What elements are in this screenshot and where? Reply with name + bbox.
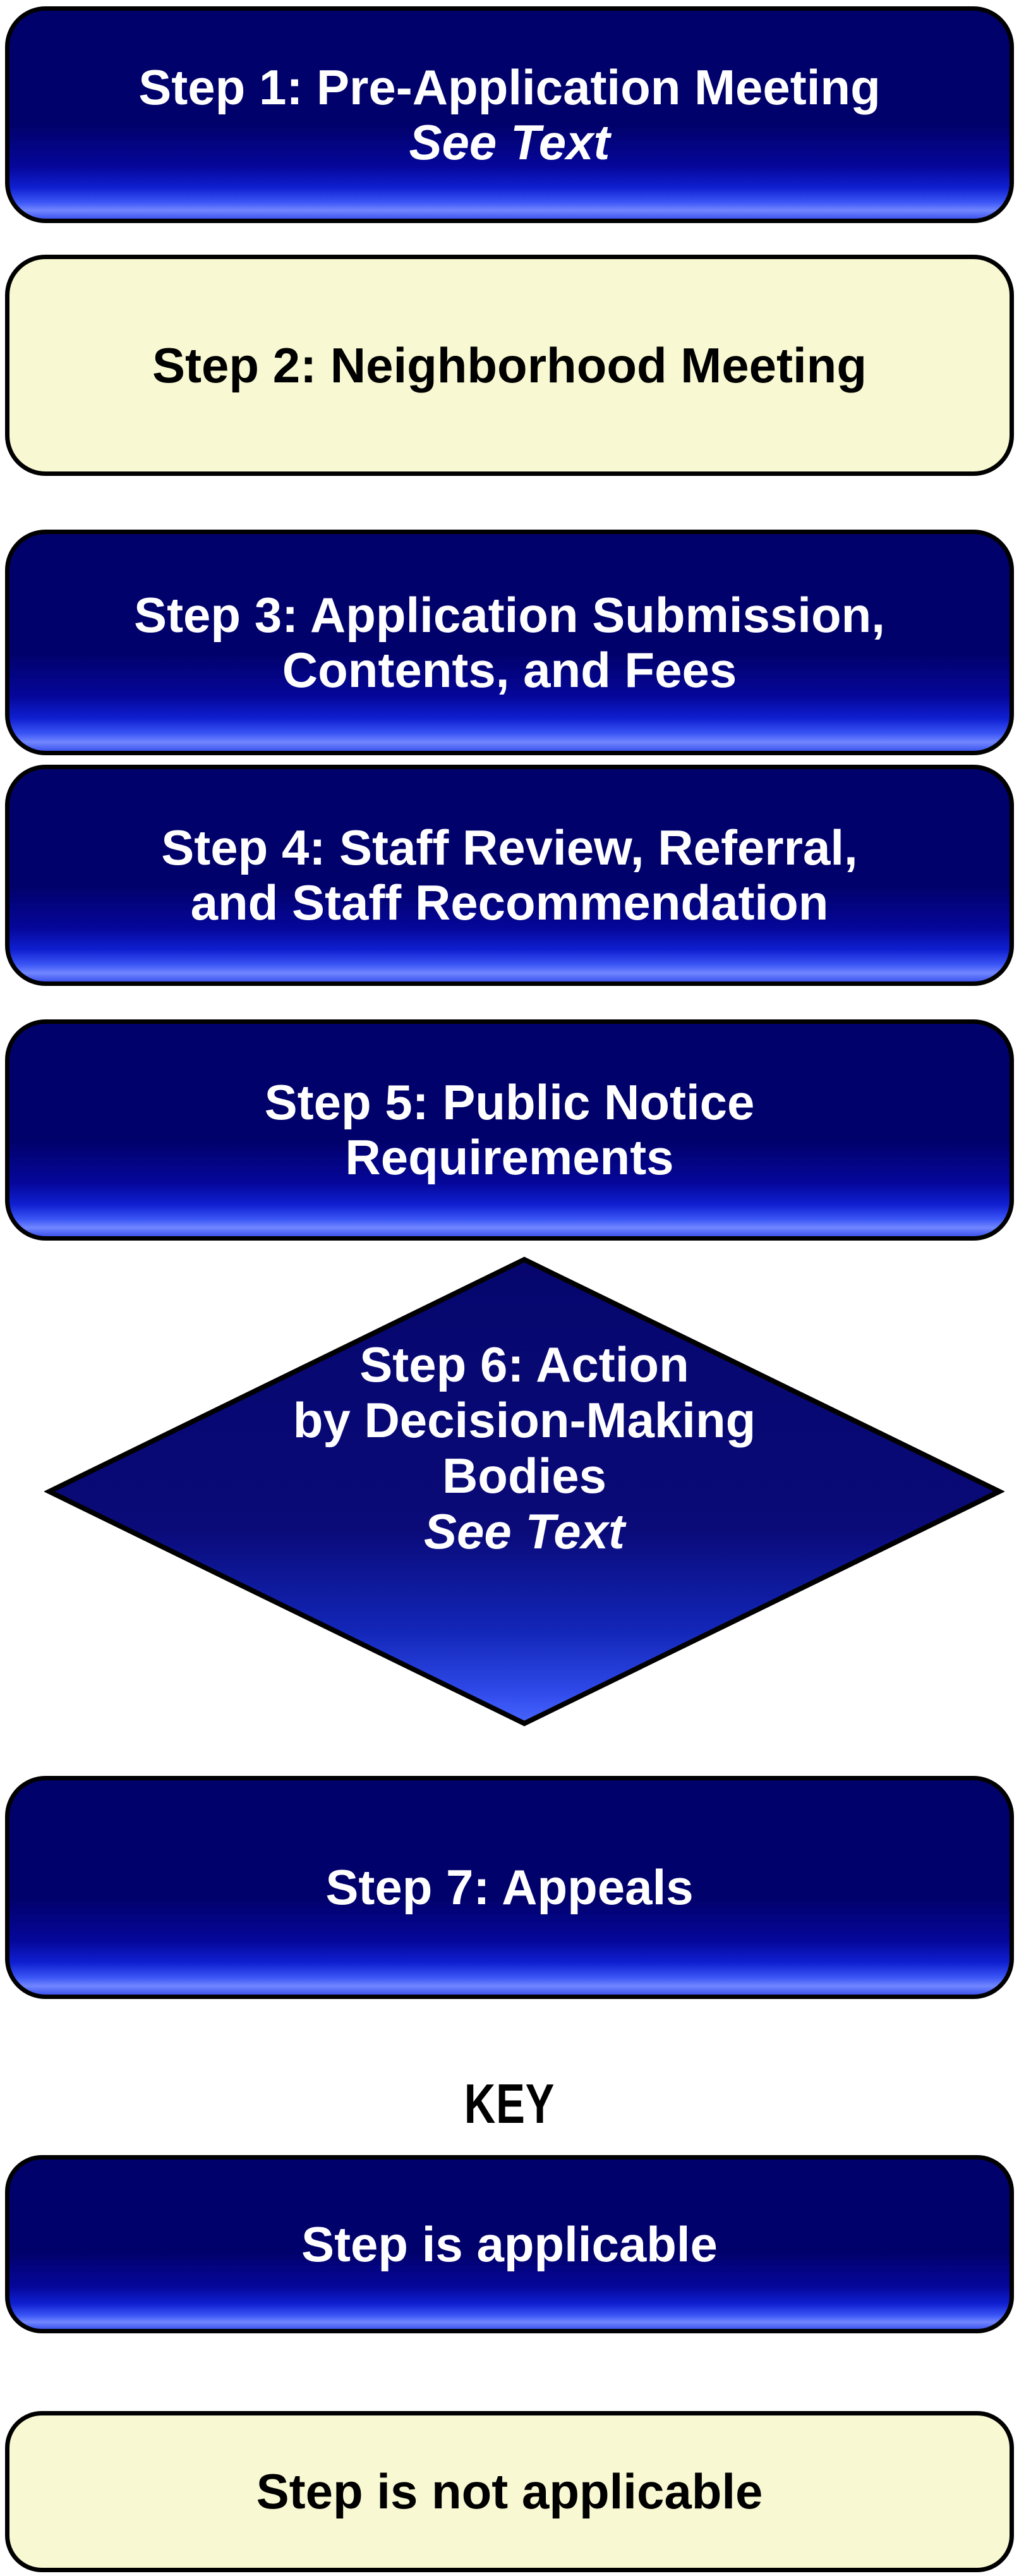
key-step-applicable-node: Step is applicable xyxy=(5,2155,1014,2333)
step-1-node: Step 1: Pre-Application Meeting See Text xyxy=(5,6,1014,223)
step-2-node: Step 2: Neighborhood Meeting xyxy=(5,255,1014,476)
step-3-title-line-2: Contents, and Fees xyxy=(282,641,737,698)
key-step-not-applicable-node: Step is not applicable xyxy=(5,2411,1014,2572)
step-6-diamond-polygon xyxy=(44,1256,1004,1727)
step-2-title: Step 2: Neighborhood Meeting xyxy=(152,337,867,393)
step-1-see-text: See Text xyxy=(409,114,610,170)
key-step-applicable-label: Step is applicable xyxy=(301,2216,718,2272)
step-6-node: Step 6: Action by Decision-Making Bodies… xyxy=(145,1337,903,1559)
step-6-title-line-3: Bodies xyxy=(442,1448,607,1504)
step-6-title-line-1: Step 6: Action xyxy=(359,1337,689,1392)
step-5-title-line-1: Step 5: Public Notice xyxy=(264,1074,755,1130)
step-3-title-line-1: Step 3: Application Submission, xyxy=(134,586,885,643)
step-6-diamond-shape xyxy=(44,1256,1004,1727)
key-heading: KEY xyxy=(464,2072,555,2135)
step-5-node: Step 5: Public Notice Requirements xyxy=(5,1019,1014,1241)
step-7-title: Step 7: Appeals xyxy=(325,1859,694,1915)
step-1-title: Step 1: Pre-Application Meeting xyxy=(138,59,881,115)
step-5-title-line-2: Requirements xyxy=(345,1129,674,1185)
step-4-title-line-1: Step 4: Staff Review, Referral, xyxy=(161,820,858,875)
step-7-node: Step 7: Appeals xyxy=(5,1776,1014,1999)
step-3-node: Step 3: Application Submission, Contents… xyxy=(5,530,1014,755)
step-4-node: Step 4: Staff Review, Referral, and Staf… xyxy=(5,765,1014,986)
step-6-see-text: See Text xyxy=(424,1504,625,1559)
key-step-not-applicable-label: Step is not applicable xyxy=(256,2464,763,2519)
step-4-title-line-2: and Staff Recommendation xyxy=(190,875,829,930)
step-6-title-line-2: by Decision-Making xyxy=(292,1392,756,1448)
